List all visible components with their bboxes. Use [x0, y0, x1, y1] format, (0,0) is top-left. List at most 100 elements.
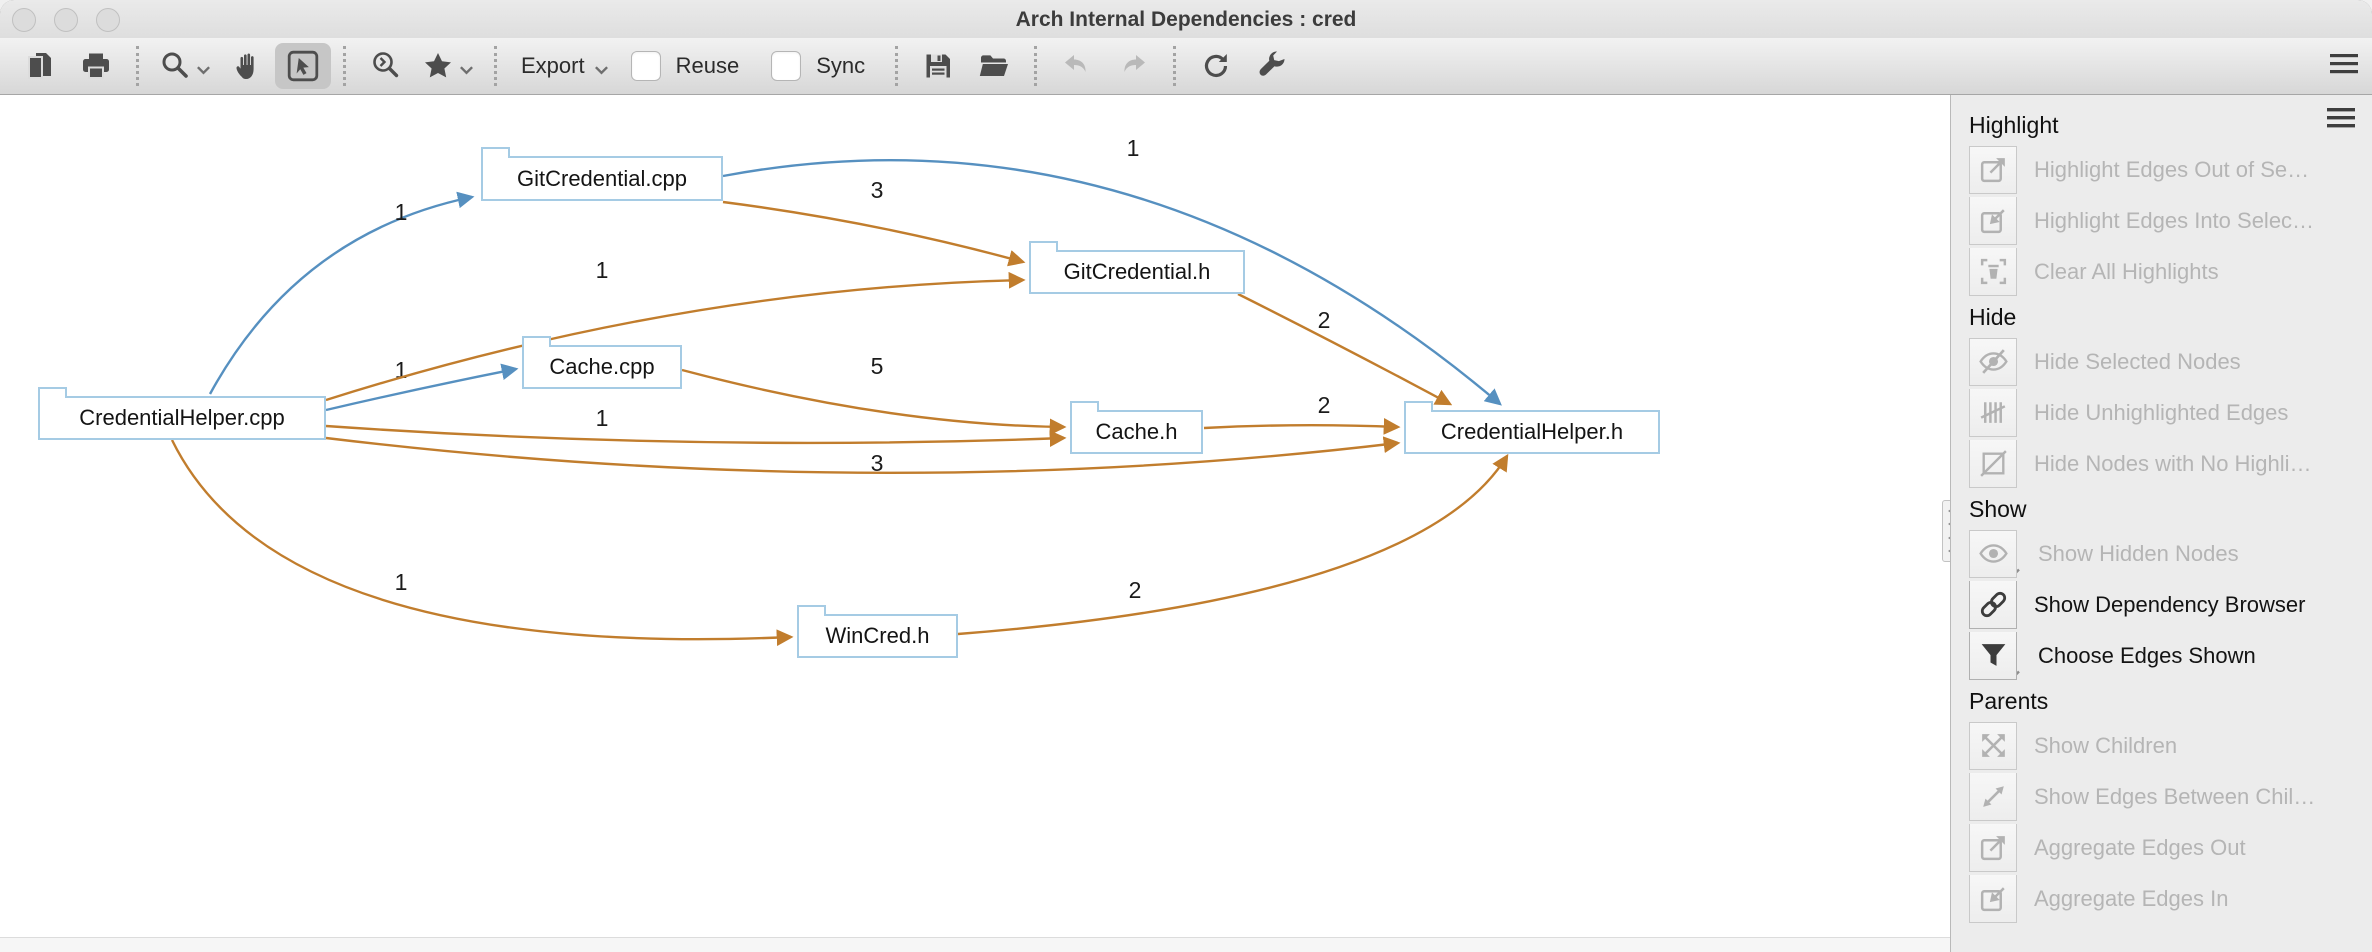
toolbar-separator: [1034, 46, 1038, 86]
node-credentialhelper-h[interactable]: CredentialHelper.h: [1404, 401, 1660, 454]
folder-open-icon: [979, 55, 1009, 76]
reuse-checkbox[interactable]: [630, 51, 661, 81]
edge-count-label: 3: [871, 177, 884, 203]
hide-selected-nodes-button[interactable]: [1969, 337, 2017, 386]
edge-out-icon: [1977, 831, 2010, 864]
edge-count-label: 2: [1318, 392, 1331, 418]
edge-gitcredential-cpp-to-gitcredential-h[interactable]: [722, 200, 1026, 267]
aggregate-edges-out-label: Aggregate Edges Out: [2034, 834, 2246, 860]
hide-unhighlighted-edges-button[interactable]: [1969, 388, 2017, 437]
edge-credentialhelper-cpp-to-cache-h[interactable]: [325, 424, 1067, 447]
node-cache-cpp[interactable]: Cache.cpp: [522, 336, 682, 389]
clear-all-highlights-button[interactable]: [1969, 247, 2017, 296]
open-button[interactable]: [966, 43, 1022, 89]
chevron-down-icon: [594, 66, 608, 75]
link-icon: [1977, 588, 2010, 621]
show-edges-between-chil-item: Show Edges Between Chil…: [1969, 771, 2372, 822]
highlight-edges-out-of-se-button[interactable]: [1969, 145, 2017, 194]
edge-count-label: 1: [1127, 135, 1140, 161]
select-tool-button[interactable]: [275, 43, 331, 89]
horizontal-scrollbar[interactable]: [0, 937, 1950, 952]
highlight-edges-out-of-se-item: Highlight Edges Out of Se…: [1969, 144, 2372, 195]
box-slash-icon: [1977, 447, 2010, 480]
node-gitcredential-cpp[interactable]: GitCredential.cpp: [481, 147, 723, 201]
funnel-icon: [1977, 639, 2010, 672]
copy-button[interactable]: [12, 43, 68, 89]
hide-nodes-with-no-highli-button[interactable]: [1969, 439, 2017, 488]
pan-tool-button[interactable]: [219, 43, 275, 89]
edge-credentialhelper-cpp-to-gitcredential-h[interactable]: [325, 271, 1026, 402]
save-icon: [926, 54, 951, 78]
show-edges-between-chil-label: Show Edges Between Chil…: [2034, 783, 2316, 809]
minimize-window-button[interactable]: [54, 8, 78, 32]
toolbar-separator: [895, 46, 899, 86]
highlight-edges-into-selec-button[interactable]: [1969, 196, 2017, 245]
edge-credentialhelper-cpp-to-credentialhelper-h[interactable]: [325, 436, 1401, 474]
node-wincred-h[interactable]: WinCred.h: [797, 605, 958, 658]
tally-icon: [1977, 396, 2010, 429]
close-window-button[interactable]: [12, 8, 36, 32]
edge-credentialhelper-cpp-to-gitcredential-cpp[interactable]: [208, 191, 475, 395]
edge-wincred-h-to-credentialhelper-h[interactable]: [957, 453, 1509, 636]
zoom-region-icon: [373, 52, 399, 78]
show-children-item: Show Children: [1969, 720, 2372, 771]
favorites-button[interactable]: [414, 43, 482, 89]
show-hidden-nodes-button[interactable]: [1969, 529, 2017, 578]
aggregate-edges-in-button[interactable]: [1969, 874, 2017, 923]
edge-count-label: 2: [1129, 577, 1142, 603]
section-title-parents: Parents: [1969, 688, 2049, 714]
aggregate-edges-out-button[interactable]: [1969, 823, 2017, 872]
reuse-label: Reuse: [675, 53, 740, 78]
edge-count-label: 5: [871, 353, 884, 379]
refresh-icon: [1205, 54, 1228, 78]
print-button[interactable]: [68, 43, 124, 89]
edge-count-label: 1: [395, 199, 408, 225]
export-button[interactable]: Export: [509, 43, 617, 89]
show-edges-between-chil-button[interactable]: [1969, 772, 2017, 821]
hide-selected-nodes-label: Hide Selected Nodes: [2034, 348, 2241, 374]
toolbar: Export Reuse Sync: [0, 38, 2372, 95]
aggregate-edges-out-item: Aggregate Edges Out: [1969, 822, 2372, 873]
reuse-checkbox-row: Reuse: [630, 51, 744, 81]
aggregate-edges-in-item: Aggregate Edges In: [1969, 873, 2372, 924]
expand-icon: [1977, 729, 2010, 762]
edge-cache-cpp-to-cache-h[interactable]: [681, 368, 1067, 436]
redo-button[interactable]: [1105, 43, 1161, 89]
node-cache-h[interactable]: Cache.h: [1070, 401, 1203, 454]
node-gitcredential-h[interactable]: GitCredential.h: [1029, 241, 1245, 294]
highlight-edges-into-selec-label: Highlight Edges Into Selec…: [2034, 207, 2315, 233]
undo-button[interactable]: [1049, 43, 1105, 89]
hide-unhighlighted-edges-item: Hide Unhighlighted Edges: [1969, 387, 2372, 438]
edge-credentialhelper-cpp-to-wincred-h[interactable]: [170, 439, 794, 647]
edge-credentialhelper-cpp-to-cache-cpp[interactable]: [325, 363, 519, 412]
show-dependency-browser-button[interactable]: [1969, 580, 2017, 629]
edge-count-label: 1: [596, 405, 609, 431]
edge-gitcredential-h-to-credentialhelper-h[interactable]: [1237, 292, 1453, 406]
edge-cache-h-to-credentialhelper-h[interactable]: [1203, 418, 1401, 435]
edge-out-icon: [1977, 153, 2010, 186]
choose-edges-shown-button[interactable]: [1969, 631, 2017, 680]
eye-icon: [1977, 537, 2010, 570]
show-children-button[interactable]: [1969, 721, 2017, 770]
zoom-region-button[interactable]: [358, 43, 414, 89]
sync-checkbox[interactable]: [771, 51, 802, 81]
zoom-menu-button[interactable]: [151, 43, 219, 89]
tools-button[interactable]: [1244, 43, 1300, 89]
choose-edges-shown-item[interactable]: Choose Edges Shown: [1969, 630, 2372, 681]
zoom-window-button[interactable]: [96, 8, 120, 32]
chevron-down-icon: [197, 66, 210, 75]
show-dependency-browser-item[interactable]: Show Dependency Browser: [1969, 579, 2372, 630]
window-title: Arch Internal Dependencies : cred: [1015, 8, 1357, 31]
panel-menu-button[interactable]: [2326, 107, 2356, 134]
node-credentialhelper-cpp[interactable]: CredentialHelper.cpp: [38, 387, 326, 440]
wrench-icon: [1259, 51, 1285, 76]
refresh-button[interactable]: [1188, 43, 1244, 89]
save-button[interactable]: [910, 43, 966, 89]
edge-gitcredential-cpp-to-credentialhelper-h[interactable]: [722, 158, 1502, 406]
toolbar-overflow-button[interactable]: [2330, 53, 2358, 80]
